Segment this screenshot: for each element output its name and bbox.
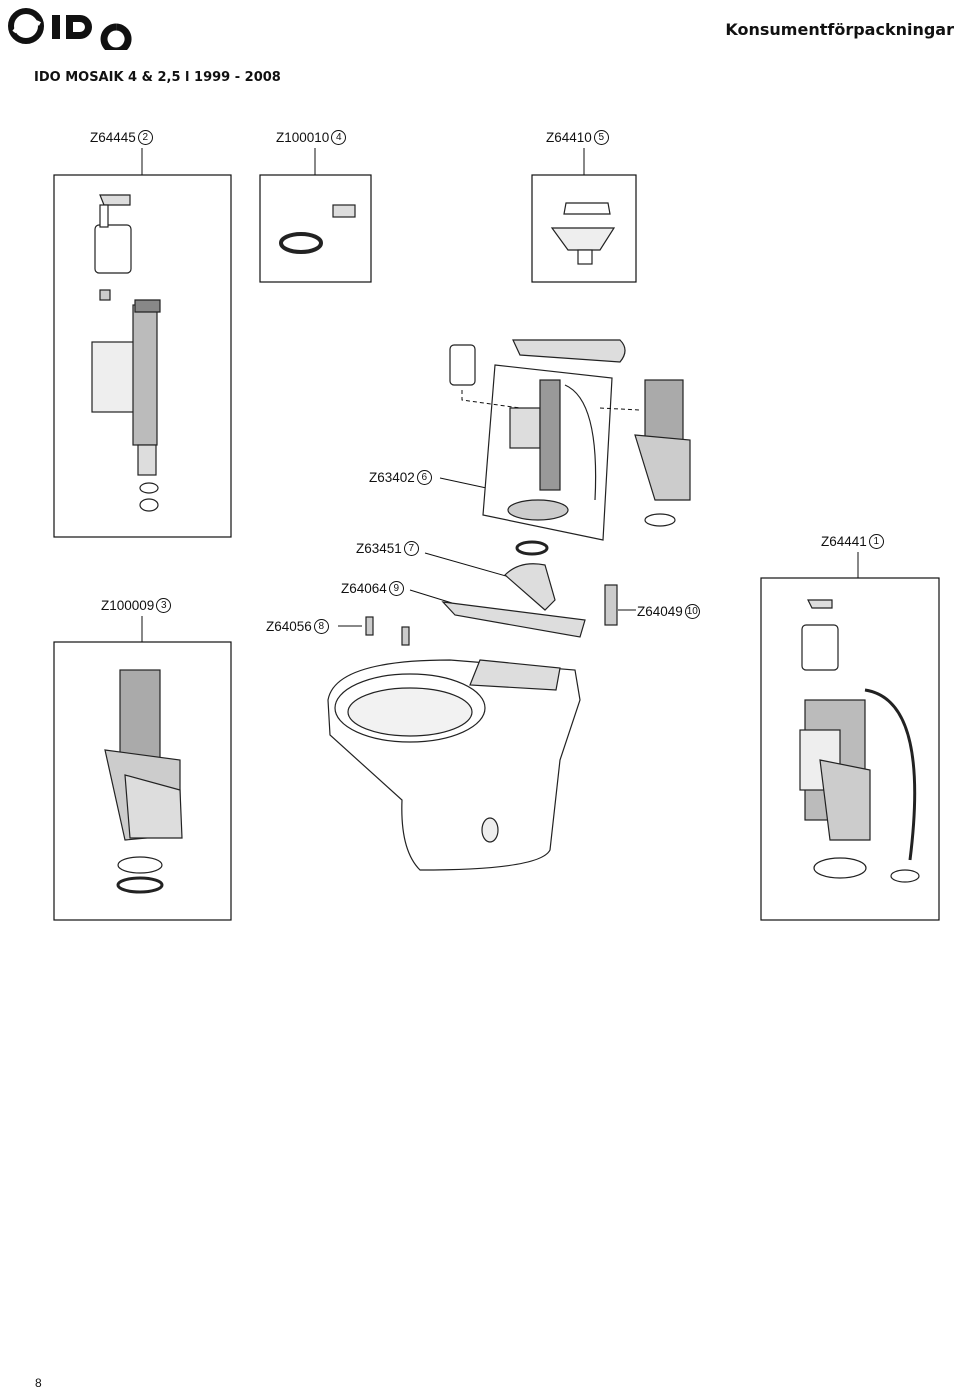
document-subtitle: IDO MOSAIK 4 & 2,5 l 1999 - 2008 [34,70,281,85]
page-number: 8 [35,1376,42,1390]
part-box-z64441 [760,577,940,921]
part-box-z100010 [259,174,372,283]
header-title: Konsumentförpackningar [725,20,954,39]
ido-logo [8,8,132,50]
